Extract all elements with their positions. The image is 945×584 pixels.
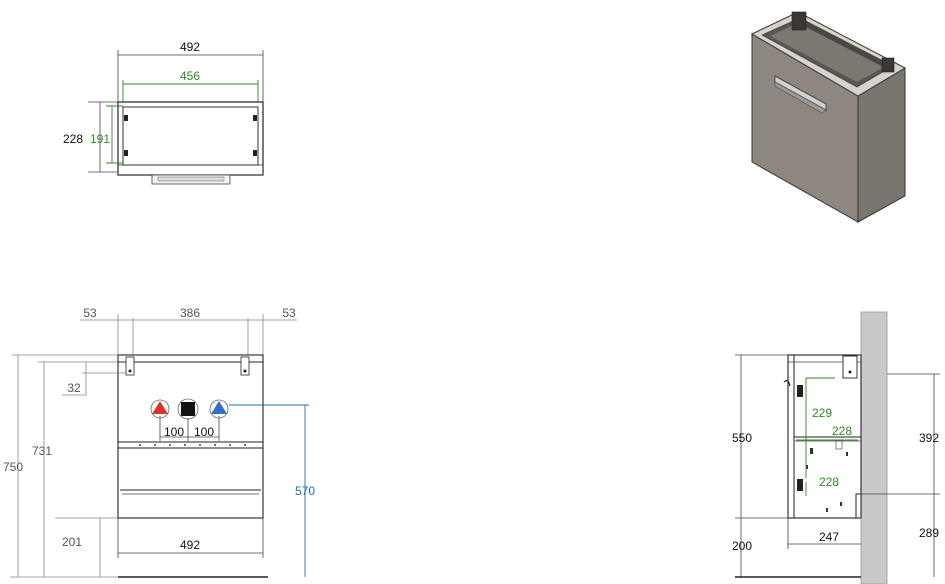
top-depth-inner-label: 191 [90, 132, 110, 146]
cold-water-symbol [209, 399, 229, 419]
cabinet-3d-view [750, 11, 907, 223]
drain-symbol [177, 398, 199, 420]
side-depth-label: 247 [819, 530, 839, 544]
top-view-outline [117, 101, 264, 176]
bracket-spacing-label: 229 [812, 406, 832, 420]
pipe-height-label: 570 [295, 484, 315, 498]
pipe-spacing-right-label: 100 [194, 425, 214, 439]
top-view: 492 456 228 191 [63, 40, 264, 185]
cabinet-height-label: 550 [732, 431, 752, 445]
front-right-offset-label: 53 [282, 306, 296, 320]
height-total-label: 750 [3, 460, 23, 474]
floor-clearance-label: 200 [732, 539, 752, 553]
bottom-width-label: 492 [180, 538, 200, 552]
hot-water-symbol [150, 399, 170, 419]
wall-height-lower-label: 289 [919, 526, 939, 540]
front-left-offset-label: 53 [83, 306, 97, 320]
side-view: 229 228 228 550 200 247 392 289 [732, 311, 940, 584]
top-width-inner-label: 456 [180, 69, 200, 83]
hanger-offset-label: 32 [67, 381, 81, 395]
height-body-label: 731 [32, 444, 52, 458]
lower-spacing-label: 228 [819, 475, 839, 489]
bottom-clearance-label: 201 [62, 535, 82, 549]
wall [860, 311, 888, 584]
shelf-depth-label: 228 [832, 424, 852, 438]
front-center-span-label: 386 [180, 306, 200, 320]
top-depth-outer-label: 228 [63, 132, 83, 146]
front-view: 53 386 53 [3, 306, 315, 578]
top-width-outer-label: 492 [180, 40, 200, 54]
front-view-outline [117, 354, 264, 519]
wall-height-upper-label: 392 [919, 431, 939, 445]
pipe-spacing-left-label: 100 [164, 425, 184, 439]
